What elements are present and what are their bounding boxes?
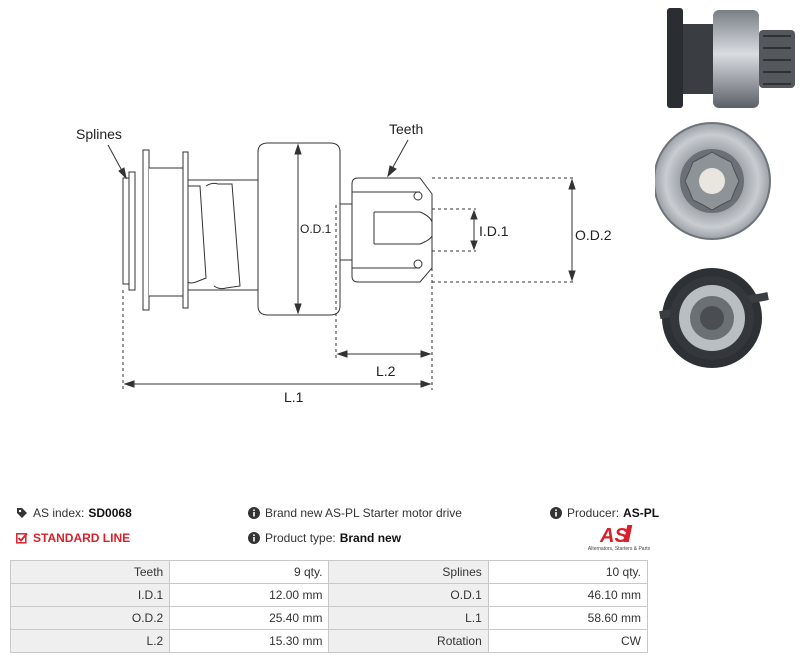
description-text: Brand new AS-PL Starter motor drive (265, 506, 462, 520)
spec-value: 10 qty. (487, 560, 649, 584)
line-row: STANDARD LINE (16, 531, 130, 545)
svg-text:AS: AS (599, 525, 628, 546)
producer-label: Producer: (567, 506, 620, 520)
as-index-row: AS index: SD0068 (16, 506, 132, 520)
producer-value: AS-PL (623, 506, 660, 520)
table-row: O.D.2 25.40 mm L.1 58.60 mm (9, 606, 649, 630)
description-row: Brand new AS-PL Starter motor drive (248, 506, 462, 520)
spec-label: I.D.1 (9, 583, 171, 607)
spring-housing (187, 179, 259, 291)
product-photos (655, 8, 795, 368)
spec-label: L.2 (9, 629, 171, 653)
spec-value: 25.40 mm (169, 606, 330, 630)
l1-label: L.1 (284, 389, 304, 405)
spec-label: O.D.1 (328, 583, 489, 607)
info-icon (248, 532, 260, 544)
spec-label: L.1 (328, 606, 489, 630)
od2-label: O.D.2 (575, 227, 612, 243)
teeth-label: Teeth (389, 121, 423, 137)
spec-value: 9 qty. (169, 560, 330, 584)
id1-label: I.D.1 (479, 223, 509, 239)
as-index-value: SD0068 (88, 506, 132, 520)
spec-value: 12.00 mm (169, 583, 330, 607)
spec-table: Teeth 9 qty. Splines 10 qty. I.D.1 12.00… (9, 560, 649, 653)
producer-row: Producer: AS-PL (550, 506, 659, 520)
spline-flange (142, 149, 150, 311)
product-type-label: Product type: (265, 531, 336, 545)
splines-label: Splines (76, 126, 122, 142)
spec-label: Teeth (9, 560, 171, 584)
table-row: I.D.1 12.00 mm O.D.1 46.10 mm (9, 583, 649, 607)
product-type-value: Brand new (339, 531, 402, 545)
spline-end-plate (122, 177, 130, 285)
side-view-photo (667, 8, 795, 108)
logo-tagline: Alternators, Starters & Parts (587, 546, 651, 552)
spec-label: O.D.2 (9, 606, 171, 630)
spec-value: 58.60 mm (487, 606, 649, 630)
spec-value: 15.30 mm (169, 629, 330, 653)
clutch-body (257, 142, 341, 316)
rear-view-photo (659, 268, 769, 368)
info-icon (248, 507, 260, 519)
l2-label: L.2 (376, 363, 396, 379)
as-pl-logo: AS Alternators, Starters & Parts (586, 522, 652, 552)
table-row: Teeth 9 qty. Splines 10 qty. (9, 560, 649, 584)
spec-value: 46.10 mm (487, 583, 649, 607)
tag-icon (17, 508, 27, 518)
info-icon (550, 507, 562, 519)
table-row: L.2 15.30 mm Rotation CW (9, 629, 649, 653)
spec-label: Splines (328, 560, 489, 584)
front-view-photo (655, 122, 771, 240)
spec-value: CW (487, 629, 649, 653)
starter-drive-diagram: Splines Teeth O.D.1 I.D.1 O.D.2 L.2 L.1 (76, 121, 612, 405)
od1-label: O.D.1 (300, 222, 332, 236)
as-logo-mark: AS (599, 525, 633, 547)
product-type-row: Product type: Brand new (248, 531, 401, 545)
checkbox-check-icon (16, 532, 28, 544)
standard-line-label: STANDARD LINE (33, 531, 131, 545)
spec-label: Rotation (328, 629, 489, 653)
as-index-label: AS index: (33, 506, 85, 520)
